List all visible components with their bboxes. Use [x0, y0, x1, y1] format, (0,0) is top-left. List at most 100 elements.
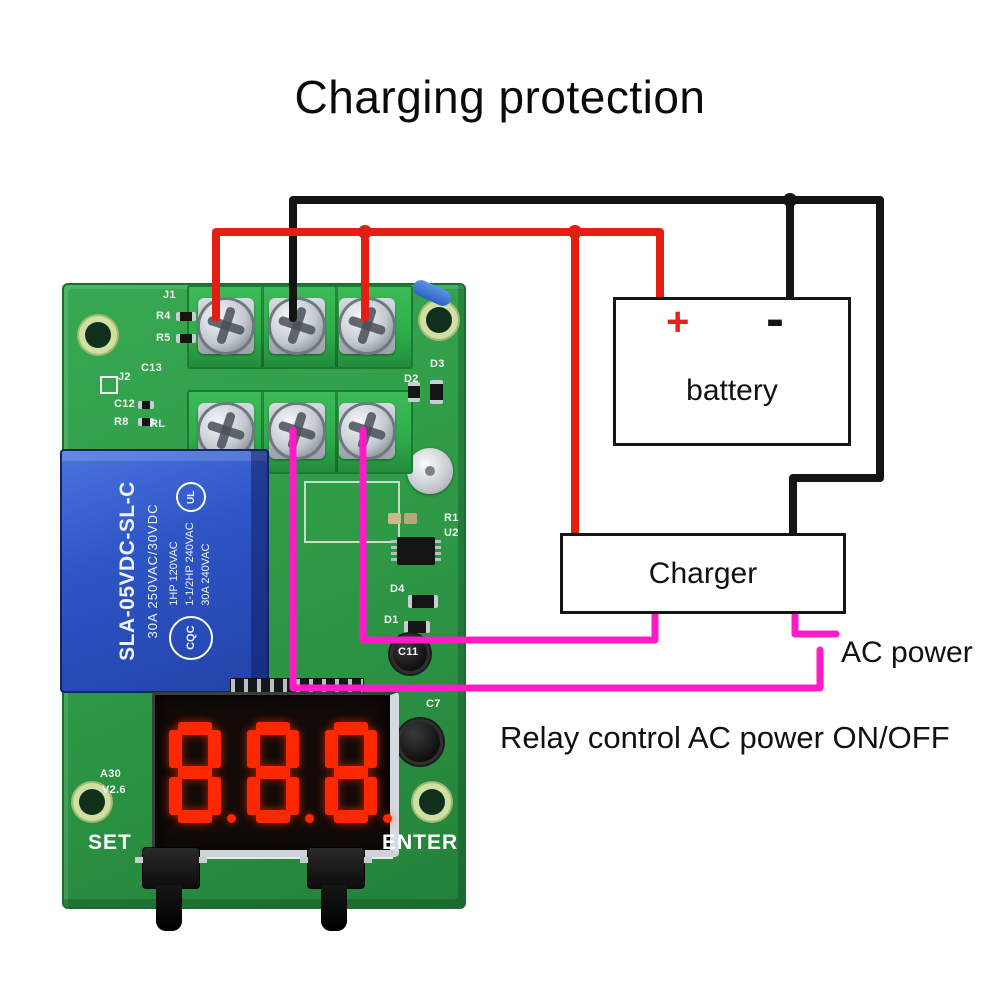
seven-segment-digit	[246, 722, 314, 823]
relay-rating-main: 30A 250VAC/30VDC	[144, 503, 160, 639]
smd-diode	[408, 382, 420, 402]
diode	[404, 621, 430, 633]
relay-control-note: Relay control AC power ON/OFF	[500, 720, 950, 755]
segment	[246, 730, 260, 768]
terminal-screw	[271, 300, 323, 352]
segment	[333, 766, 368, 779]
relay-rating-2: 1-1/2HP 240VAC	[183, 522, 196, 606]
silkscreen-label: R5	[156, 332, 171, 344]
wire-junction-dot	[568, 225, 582, 239]
silkscreen-label: C11	[398, 646, 419, 658]
soic8-chip	[391, 537, 441, 565]
terminal-screw	[341, 405, 393, 457]
segment	[255, 810, 290, 823]
mounting-hole	[79, 789, 105, 815]
silkscreen-label: R4	[156, 310, 171, 322]
mounting-hole	[419, 789, 445, 815]
ac-power-label: AC power	[841, 636, 973, 669]
segment	[363, 730, 377, 768]
segment	[177, 722, 212, 735]
relay-markings: SLA-05VDC-SL-C 30A 250VAC/30VDC CQC 1HP …	[71, 458, 259, 684]
segment	[177, 810, 212, 823]
wire-junction-dot	[783, 193, 797, 207]
diode	[408, 595, 438, 608]
terminal-screw	[200, 405, 252, 457]
charger-box: Charger	[560, 533, 846, 614]
silkscreen-label: D3	[430, 358, 445, 370]
battery-box: + - battery	[613, 289, 851, 446]
cqc-logo-icon: CQC	[168, 615, 213, 660]
wire-junction-dot	[358, 225, 372, 239]
battery-plus-terminal: +	[666, 300, 690, 344]
enter-button-label: ENTER	[382, 831, 459, 854]
page-title: Charging protection	[294, 71, 706, 123]
silkscreen-label: D2	[404, 373, 419, 385]
silkscreen-label: R8	[114, 416, 129, 428]
segment	[285, 730, 299, 768]
silkscreen-label: J2	[118, 371, 131, 383]
segment	[285, 777, 299, 815]
segment	[363, 777, 377, 815]
silkscreen-label: J1	[163, 289, 176, 301]
segment	[246, 777, 260, 815]
set-button	[135, 847, 207, 889]
segment	[207, 777, 221, 815]
relay-model-number: SLA-05VDC-SL-C	[115, 481, 139, 661]
smd-resistor	[176, 312, 196, 321]
mounting-hole	[426, 307, 452, 333]
decimal-point	[304, 814, 314, 823]
segment	[168, 777, 182, 815]
segment	[168, 730, 182, 768]
relay-rating-3: 30A 240VAC	[199, 543, 212, 606]
silkscreen-label: D4	[390, 583, 405, 595]
smd-capacitor	[404, 513, 417, 524]
relay-ratings-small: 1HP 120VAC 1-1/2HP 240VAC 30A 240VAC	[168, 522, 213, 605]
terminal-screw	[200, 300, 252, 352]
segment	[255, 766, 290, 779]
enter-button-plunger	[321, 885, 347, 931]
segment	[207, 730, 221, 768]
seven-segment-digit	[324, 722, 392, 823]
silkscreen-label: R1	[444, 512, 459, 524]
electrolytic-capacitor	[397, 719, 443, 765]
smd-resistor	[138, 418, 154, 426]
battery-label: battery	[686, 374, 778, 407]
set-button-plunger	[156, 885, 182, 931]
silkscreen-label: C13	[141, 362, 163, 374]
relay-cert-row: CQC 1HP 120VAC 1-1/2HP 240VAC 30A 240VAC…	[168, 482, 213, 660]
segment	[333, 722, 368, 735]
silkscreen-label: A30	[100, 768, 122, 780]
terminal-screw	[341, 300, 393, 352]
terminal-block-top	[187, 285, 413, 369]
battery-minus-terminal: -	[766, 289, 784, 349]
enter-button	[300, 847, 372, 889]
silkscreen-label: V2.6	[102, 784, 126, 796]
mounting-hole	[85, 322, 111, 348]
decimal-point	[382, 814, 392, 823]
terminal-divider	[261, 287, 264, 367]
silkscreen-label: D1	[384, 614, 399, 626]
relay-rating-1: 1HP 120VAC	[167, 541, 180, 606]
silkscreen-label: C7	[426, 698, 441, 710]
charger-label: Charger	[648, 556, 758, 590]
segment	[177, 766, 212, 779]
set-button-label: SET	[88, 831, 132, 854]
smd-resistor	[138, 401, 154, 409]
decimal-point	[226, 814, 236, 823]
segment	[255, 722, 290, 735]
segment	[324, 777, 338, 815]
silkscreen-label: U2	[444, 527, 459, 539]
silkscreen-label: RL	[150, 418, 166, 430]
smd-diode	[430, 380, 443, 404]
seven-segment-display	[152, 692, 399, 857]
terminal-divider	[261, 392, 264, 472]
silkscreen-label: C12	[114, 398, 136, 410]
segment	[324, 730, 338, 768]
relay-module: SLA-05VDC-SL-C 30A 250VAC/30VDC CQC 1HP …	[60, 449, 269, 693]
terminal-screw	[271, 405, 323, 457]
segment	[333, 810, 368, 823]
silkscreen-outline	[304, 481, 400, 543]
seven-segment-digit	[168, 722, 236, 823]
smd-capacitor	[388, 513, 401, 524]
